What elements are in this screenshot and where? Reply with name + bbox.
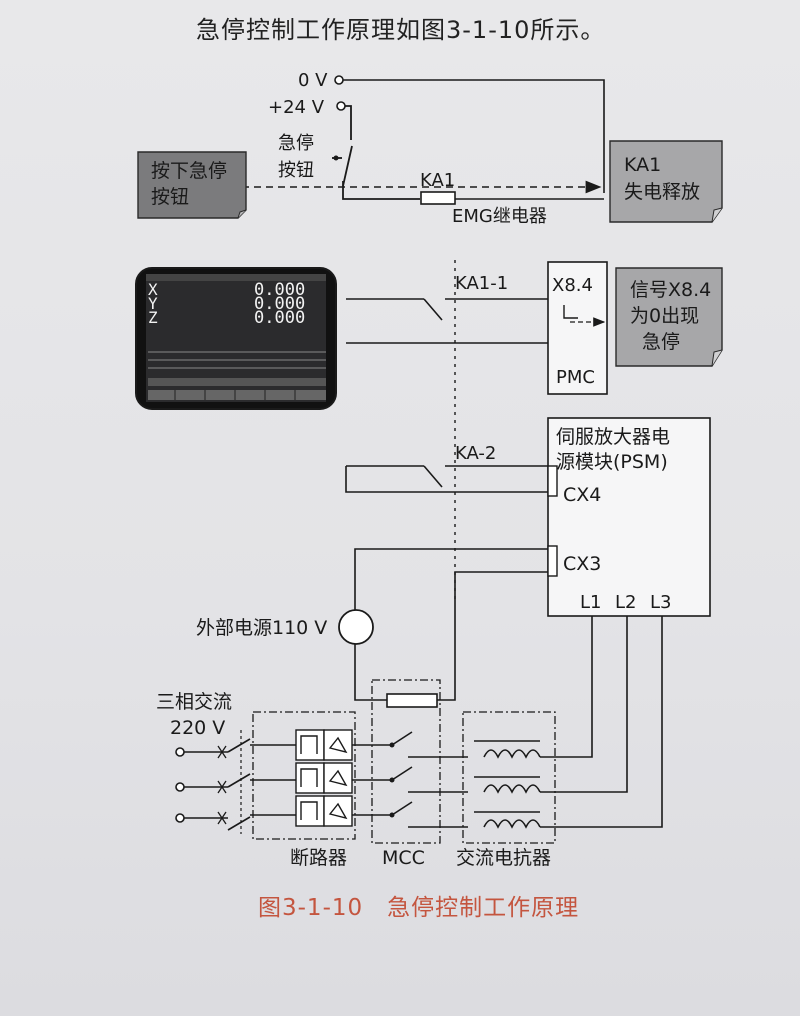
ac-reactor: 交流电抗器 (456, 616, 663, 869)
psm-title-line-2: 源模块(PSM) (556, 451, 668, 473)
cx3-connector (547, 545, 558, 577)
note-release-line-2: 失电释放 (624, 181, 700, 203)
note-signal: 信号X8.4 为0出现 急停 (615, 267, 723, 367)
zero-v-wire (343, 79, 605, 193)
figure-caption: 图3-1-10 急停控制工作原理 (258, 888, 603, 922)
screen-value-x: 0.000 (254, 280, 305, 300)
pmc-box: X8.4 PMC (547, 261, 608, 395)
zero-v-terminal (334, 75, 344, 85)
note-release: KA1 失电释放 (609, 140, 723, 223)
cx3-label: CX3 (563, 553, 601, 575)
estop-button-label-1: 急停 (278, 133, 314, 154)
plus-24v-label: +24 V (268, 97, 325, 118)
breaker-unit: 断路器 (252, 711, 356, 869)
external-supply-source: 外部电源110 V (196, 609, 374, 645)
screen-axis-y: Y (148, 294, 158, 313)
screen-value-z: 0.000 (254, 308, 305, 328)
psm-title-line-1: 伺服放大器电 (556, 426, 670, 448)
figure-number: 图3-1-10 (258, 895, 364, 921)
estop-button-label-2: 按钮 (278, 160, 314, 181)
ka2-contact-circuit (345, 465, 548, 493)
breaker-label: 断路器 (290, 847, 347, 869)
screen-value-y: 0.000 (254, 294, 305, 314)
screen-axis-x: X (148, 280, 158, 299)
phase-input-terminals (175, 747, 185, 823)
coil-label: KA1 (420, 170, 455, 191)
three-phase-label-2: 220 V (170, 717, 225, 739)
relay-label: EMG继电器 (452, 206, 547, 227)
note-signal-line-3: 急停 (642, 331, 680, 353)
note-signal-line-1: 信号X8.4 (630, 279, 711, 301)
pmc-signal-label: X8.4 (552, 275, 593, 296)
phase-l2-label: L2 (615, 592, 636, 613)
figure-title: 急停控制工作原理 (387, 895, 580, 921)
ka2-contact-label: KA-2 (455, 443, 496, 464)
kai1-contact-label: KA1-1 (455, 273, 508, 294)
cx3-circuit (354, 548, 548, 701)
cx4-connector (547, 465, 558, 497)
phase-wires (184, 730, 296, 834)
note-release-line-1: KA1 (624, 154, 661, 176)
note-press-line-2: 按钮 (151, 186, 189, 208)
intro-text: 急停控制工作原理如图3-1-10所示。 (196, 16, 606, 44)
power-terminals: 0 V +24 V (268, 70, 346, 118)
kai1-contact-circuit (346, 260, 548, 600)
zero-v-label: 0 V (298, 70, 328, 91)
cnc-screen: X Y Z 0.000 0.000 0.000 (135, 267, 337, 410)
psm-box: 伺服放大器电 源模块(PSM) CX4 CX3 L1 L2 L3 (547, 417, 711, 617)
cx4-label: CX4 (563, 484, 601, 506)
estop-button-symbol (332, 105, 420, 200)
mcc-coil (386, 693, 438, 708)
mcc-contactor: MCC (371, 679, 468, 869)
reactor-label: 交流电抗器 (456, 847, 551, 869)
three-phase-label-1: 三相交流 (156, 691, 232, 713)
mcc-label: MCC (382, 847, 425, 869)
phase-l1-label: L1 (580, 592, 601, 613)
phase-l3-label: L3 (650, 592, 671, 613)
note-signal-line-2: 为0出现 (630, 305, 699, 327)
plus-24v-terminal (336, 101, 346, 111)
external-supply-label: 外部电源110 V (196, 617, 327, 639)
note-press-estop: 按下急停 按钮 (137, 151, 247, 219)
note-press-line-1: 按下急停 (151, 160, 227, 182)
pmc-box-label: PMC (556, 367, 595, 388)
relay-coil (420, 191, 604, 205)
screen-axis-z: Z (148, 308, 158, 327)
